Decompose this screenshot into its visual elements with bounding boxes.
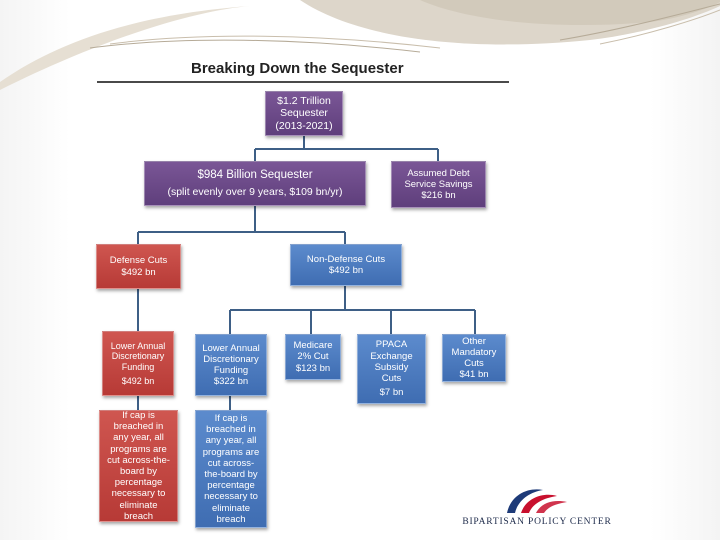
node-ppaca-subsidy-cuts: PPACA Exchange Subsidy Cuts $7 bn bbox=[357, 334, 426, 404]
node-line: $41 bn bbox=[459, 369, 489, 381]
node-line: eliminate bbox=[211, 502, 251, 514]
node-line: programs are bbox=[202, 446, 260, 458]
node-line: Lower Annual bbox=[202, 342, 260, 354]
node-line: PPACA bbox=[375, 339, 408, 351]
node-line: breached in bbox=[113, 421, 164, 433]
node-line: any year, all bbox=[113, 432, 164, 444]
node-other-mandatory-cuts: Other Mandatory Cuts $41 bn bbox=[442, 334, 506, 382]
node-line: (2013-2021) bbox=[275, 119, 333, 132]
node-line: breached in bbox=[206, 424, 256, 436]
title-underline bbox=[97, 81, 509, 83]
node-line: Service Savings bbox=[404, 178, 473, 190]
slide-swoosh-decoration bbox=[0, 0, 720, 90]
node-line: $492 bn bbox=[121, 375, 155, 386]
node-line: programs are bbox=[110, 443, 167, 455]
node-line: Funding bbox=[121, 362, 155, 372]
node-nondefense-discretionary-funding: Lower Annual Discretionary Funding $322 … bbox=[195, 334, 267, 396]
node-line: If cap is bbox=[214, 412, 248, 424]
node-line: Assumed Debt bbox=[407, 167, 470, 179]
node-line: Subsidy bbox=[374, 361, 409, 373]
node-line: Discretionary bbox=[203, 353, 259, 365]
node-line: Medicare bbox=[293, 340, 333, 352]
node-line: (split evenly over 9 years, $109 bn/yr) bbox=[167, 186, 343, 199]
node-non-defense-cuts: Non-Defense Cuts $492 bn bbox=[290, 244, 402, 286]
logo-wordmark: BIPARTISAN POLICY CENTER bbox=[462, 517, 612, 527]
node-line: 2% Cut bbox=[297, 351, 329, 363]
node-line: Funding bbox=[213, 365, 249, 376]
node-line: $216 bn bbox=[421, 190, 456, 202]
node-line: Mandatory bbox=[451, 346, 497, 358]
node-medicare-cut: Medicare 2% Cut $123 bn bbox=[285, 334, 341, 380]
node-total-sequester: $1.2 Trillion Sequester (2013-2021) bbox=[265, 91, 343, 136]
node-debt-service-savings: Assumed Debt Service Savings $216 bn bbox=[391, 161, 486, 208]
node-984-billion-sequester: $984 Billion Sequester (split evenly ove… bbox=[144, 161, 366, 206]
node-line: cut across- bbox=[207, 457, 255, 469]
bipartisan-policy-center-logo: BIPARTISAN POLICY CENTER bbox=[462, 484, 612, 530]
node-line: cut across-the- bbox=[107, 454, 170, 466]
node-line: percentage bbox=[114, 477, 163, 489]
node-defense-cuts: Defense Cuts $492 bn bbox=[96, 244, 181, 289]
node-line: breach bbox=[216, 513, 246, 525]
node-line: Exchange bbox=[370, 350, 413, 362]
arch-logo-icon bbox=[507, 489, 567, 513]
node-line: any year, all bbox=[205, 435, 257, 447]
node-line: $492 bn bbox=[121, 266, 156, 278]
node-nondefense-breach-rule: If cap is breached in any year, all prog… bbox=[195, 410, 267, 528]
node-line: Defense Cuts bbox=[109, 255, 168, 267]
node-line: Discretionary bbox=[111, 351, 165, 362]
slide-right-shade bbox=[650, 0, 720, 540]
node-line: eliminate bbox=[119, 499, 158, 511]
node-line: Lower Annual bbox=[110, 340, 166, 351]
node-line: $7 bn bbox=[379, 387, 404, 399]
node-line: $123 bn bbox=[295, 362, 331, 374]
node-line: breach bbox=[123, 510, 154, 522]
node-line: necessary to bbox=[111, 488, 166, 500]
node-line: If cap is bbox=[122, 409, 155, 421]
node-line: $984 Billion Sequester bbox=[197, 168, 313, 181]
node-defense-discretionary-funding: Lower Annual Discretionary Funding $492 … bbox=[102, 331, 174, 396]
node-line: board by bbox=[120, 466, 157, 477]
node-line: Sequester bbox=[280, 107, 328, 120]
node-line: necessary to bbox=[204, 491, 258, 503]
diagram-title: Breaking Down the Sequester bbox=[191, 60, 404, 77]
node-line: the-board by bbox=[204, 469, 258, 480]
node-defense-breach-rule: If cap is breached in any year, all prog… bbox=[99, 410, 178, 522]
node-line: percentage bbox=[207, 480, 255, 492]
node-line: Cuts bbox=[381, 373, 402, 385]
node-line: $1.2 Trillion bbox=[277, 94, 331, 107]
node-line: Cuts bbox=[464, 358, 484, 369]
node-line: Non-Defense Cuts bbox=[306, 253, 386, 265]
node-line: $322 bn bbox=[213, 376, 249, 388]
node-line: $492 bn bbox=[328, 265, 364, 276]
slide-left-shade bbox=[0, 0, 70, 540]
node-line: Other bbox=[462, 335, 486, 347]
